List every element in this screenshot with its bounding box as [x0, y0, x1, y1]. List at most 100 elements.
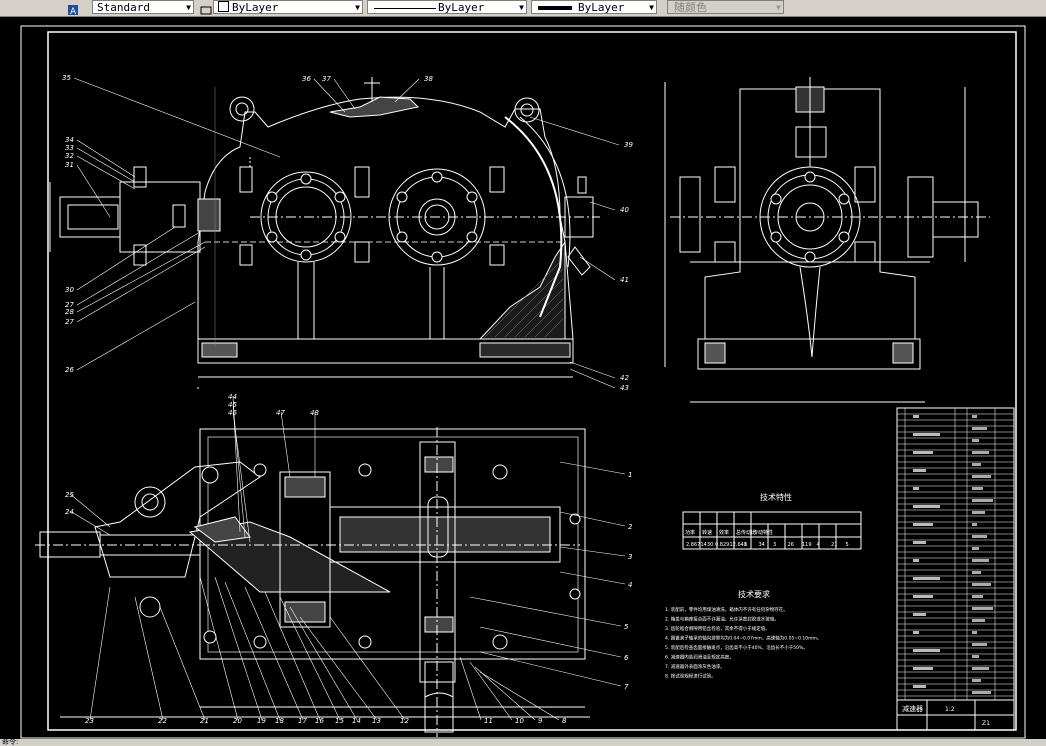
callout-label: 34 [65, 136, 74, 144]
plotstyle-value: 随颜色 [674, 1, 707, 14]
callout-label: 47 [276, 409, 285, 417]
callout-label: 39 [624, 141, 633, 149]
side-view [664, 77, 990, 403]
tech-table-header: 总传动比 [736, 529, 756, 536]
tech-table-value: 12.648 [730, 542, 748, 548]
callout-label: 26 [65, 366, 74, 374]
callout-label: 2 [628, 523, 633, 531]
callout-label: 45 [228, 401, 237, 409]
callout-label: 31 [65, 161, 74, 169]
tech-table-value: 21 [831, 542, 837, 548]
svg-text:A: A [70, 7, 77, 16]
callout-label: 4 [628, 581, 632, 589]
callout-label: 27 [65, 318, 74, 326]
callout-label: 18 [275, 717, 284, 725]
title-block-name: 减速器 [902, 704, 923, 713]
lineweight-preview [538, 6, 572, 10]
text-style-icon[interactable]: A [67, 1, 79, 17]
callout-label: 44 [228, 393, 237, 401]
callout-label: 43 [620, 384, 629, 392]
requirement-line: 5. 装配后检查齿面接触斑点，沿齿高不小于40%，沿齿长不小于50%。 [665, 644, 808, 651]
callout-label: 14 [352, 717, 361, 725]
tech-req-title: 技术要求 [738, 589, 770, 599]
command-prompt: 命令: [2, 738, 19, 746]
callout-label: 40 [620, 206, 629, 214]
callout-label: 32 [65, 152, 74, 160]
tech-table-value: 2.867 [686, 542, 700, 548]
title-block-no: Z1 [982, 720, 990, 727]
tech-table-header: 功率 [685, 529, 695, 536]
requirement-line: 4. 圆锥滚子轴承的轴向游隙均为0.04~0.07mm，高速轴为0.05~0.1… [665, 635, 821, 642]
requirement-line: 2. 箱盖与箱座接合面不许漏油，允许涂密封胶或水玻璃。 [665, 616, 779, 623]
tech-table-value: 1430 [701, 542, 714, 548]
tech-table-value: 26 [788, 542, 794, 548]
callout-label: 48 [310, 409, 319, 417]
callout-label: 12 [400, 717, 409, 725]
tech-table-value: 1 [744, 542, 747, 548]
text-style-value: Standard [97, 1, 150, 14]
callout-label: 15 [335, 717, 344, 725]
tech-table-header: 传动特性 [753, 529, 773, 536]
callout-label: 19 [257, 717, 266, 725]
color-dropdown[interactable]: ByLayer ▼ [213, 0, 363, 14]
callout-label: 16 [315, 717, 324, 725]
plotstyle-dropdown[interactable]: 随颜色 ▼ [667, 0, 784, 14]
chevron-down-icon: ▼ [186, 3, 191, 12]
tech-table-value: 4 [817, 542, 820, 548]
callout-label: 1 [628, 471, 632, 479]
chevron-down-icon: ▼ [355, 3, 360, 12]
chevron-down-icon: ▼ [519, 3, 524, 12]
requirement-line: 7. 减速器外表面涂灰色油漆。 [665, 663, 725, 670]
linetype-value: ByLayer [438, 1, 485, 14]
properties-toolbar: A Standard ▼ ByLayer ▼ ByLayer ▼ ByLayer… [0, 0, 1046, 17]
callout-label: 7 [624, 683, 629, 691]
top-view [35, 427, 590, 737]
callout-label: 17 [298, 717, 307, 725]
callout-label: 6 [624, 654, 629, 662]
callout-label: 37 [322, 75, 331, 83]
requirement-line: 1. 装配前，零件均用煤油清洗，箱体内不许有任何杂物存在。 [665, 606, 788, 613]
text-style-dropdown[interactable]: Standard ▼ [92, 0, 194, 14]
linetype-dropdown[interactable]: ByLayer ▼ [367, 0, 527, 14]
lineweight-dropdown[interactable]: ByLayer ▼ [531, 0, 657, 14]
command-line[interactable]: 命令: [0, 739, 1046, 746]
callout-label: 24 [65, 508, 74, 516]
tech-char-title: 技术特性 [760, 492, 792, 502]
callout-label: 20 [233, 717, 242, 725]
sheet-inner-border [47, 31, 1017, 731]
callout-label: 38 [424, 75, 433, 83]
tech-table-header: 转速 [702, 529, 712, 536]
tech-table-value: 3 [773, 542, 776, 548]
title-block: 减速器 1:2 Z1 [896, 699, 1015, 731]
callout-label: 9 [538, 717, 543, 725]
callout-label: 36 [302, 75, 311, 83]
callout-label: 5 [624, 623, 629, 631]
requirement-line: 8. 按试验规程进行试验。 [665, 673, 716, 680]
callout-label: 11 [484, 717, 493, 725]
callout-label: 25 [65, 491, 74, 499]
callout-label: 28 [65, 308, 74, 316]
tech-table-value: 5 [846, 542, 849, 548]
parts-list [896, 407, 1015, 701]
tech-table-value: 0.829 [715, 542, 729, 548]
layer-icon[interactable] [200, 1, 212, 15]
front-view [49, 77, 600, 389]
callout-label: 42 [620, 374, 629, 382]
color-value: ByLayer [232, 1, 279, 14]
callout-label: 3 [628, 553, 632, 561]
linetype-preview [374, 8, 436, 9]
chevron-down-icon: ▼ [649, 3, 654, 12]
callout-label: 33 [65, 144, 74, 152]
sheet-outer-border [20, 25, 1026, 739]
color-swatch [218, 1, 229, 12]
tech-table-header: 效率 [719, 529, 729, 536]
cad-drawing: 技术特性 功率转速效率总传动比传动特性2.86714300.82912.6481… [20, 25, 1026, 739]
callout-label: 10 [515, 717, 524, 725]
callout-label: 41 [620, 276, 629, 284]
callout-label: 22 [158, 717, 167, 725]
callout-label: 27 [65, 301, 74, 309]
chevron-down-icon: ▼ [776, 3, 781, 12]
